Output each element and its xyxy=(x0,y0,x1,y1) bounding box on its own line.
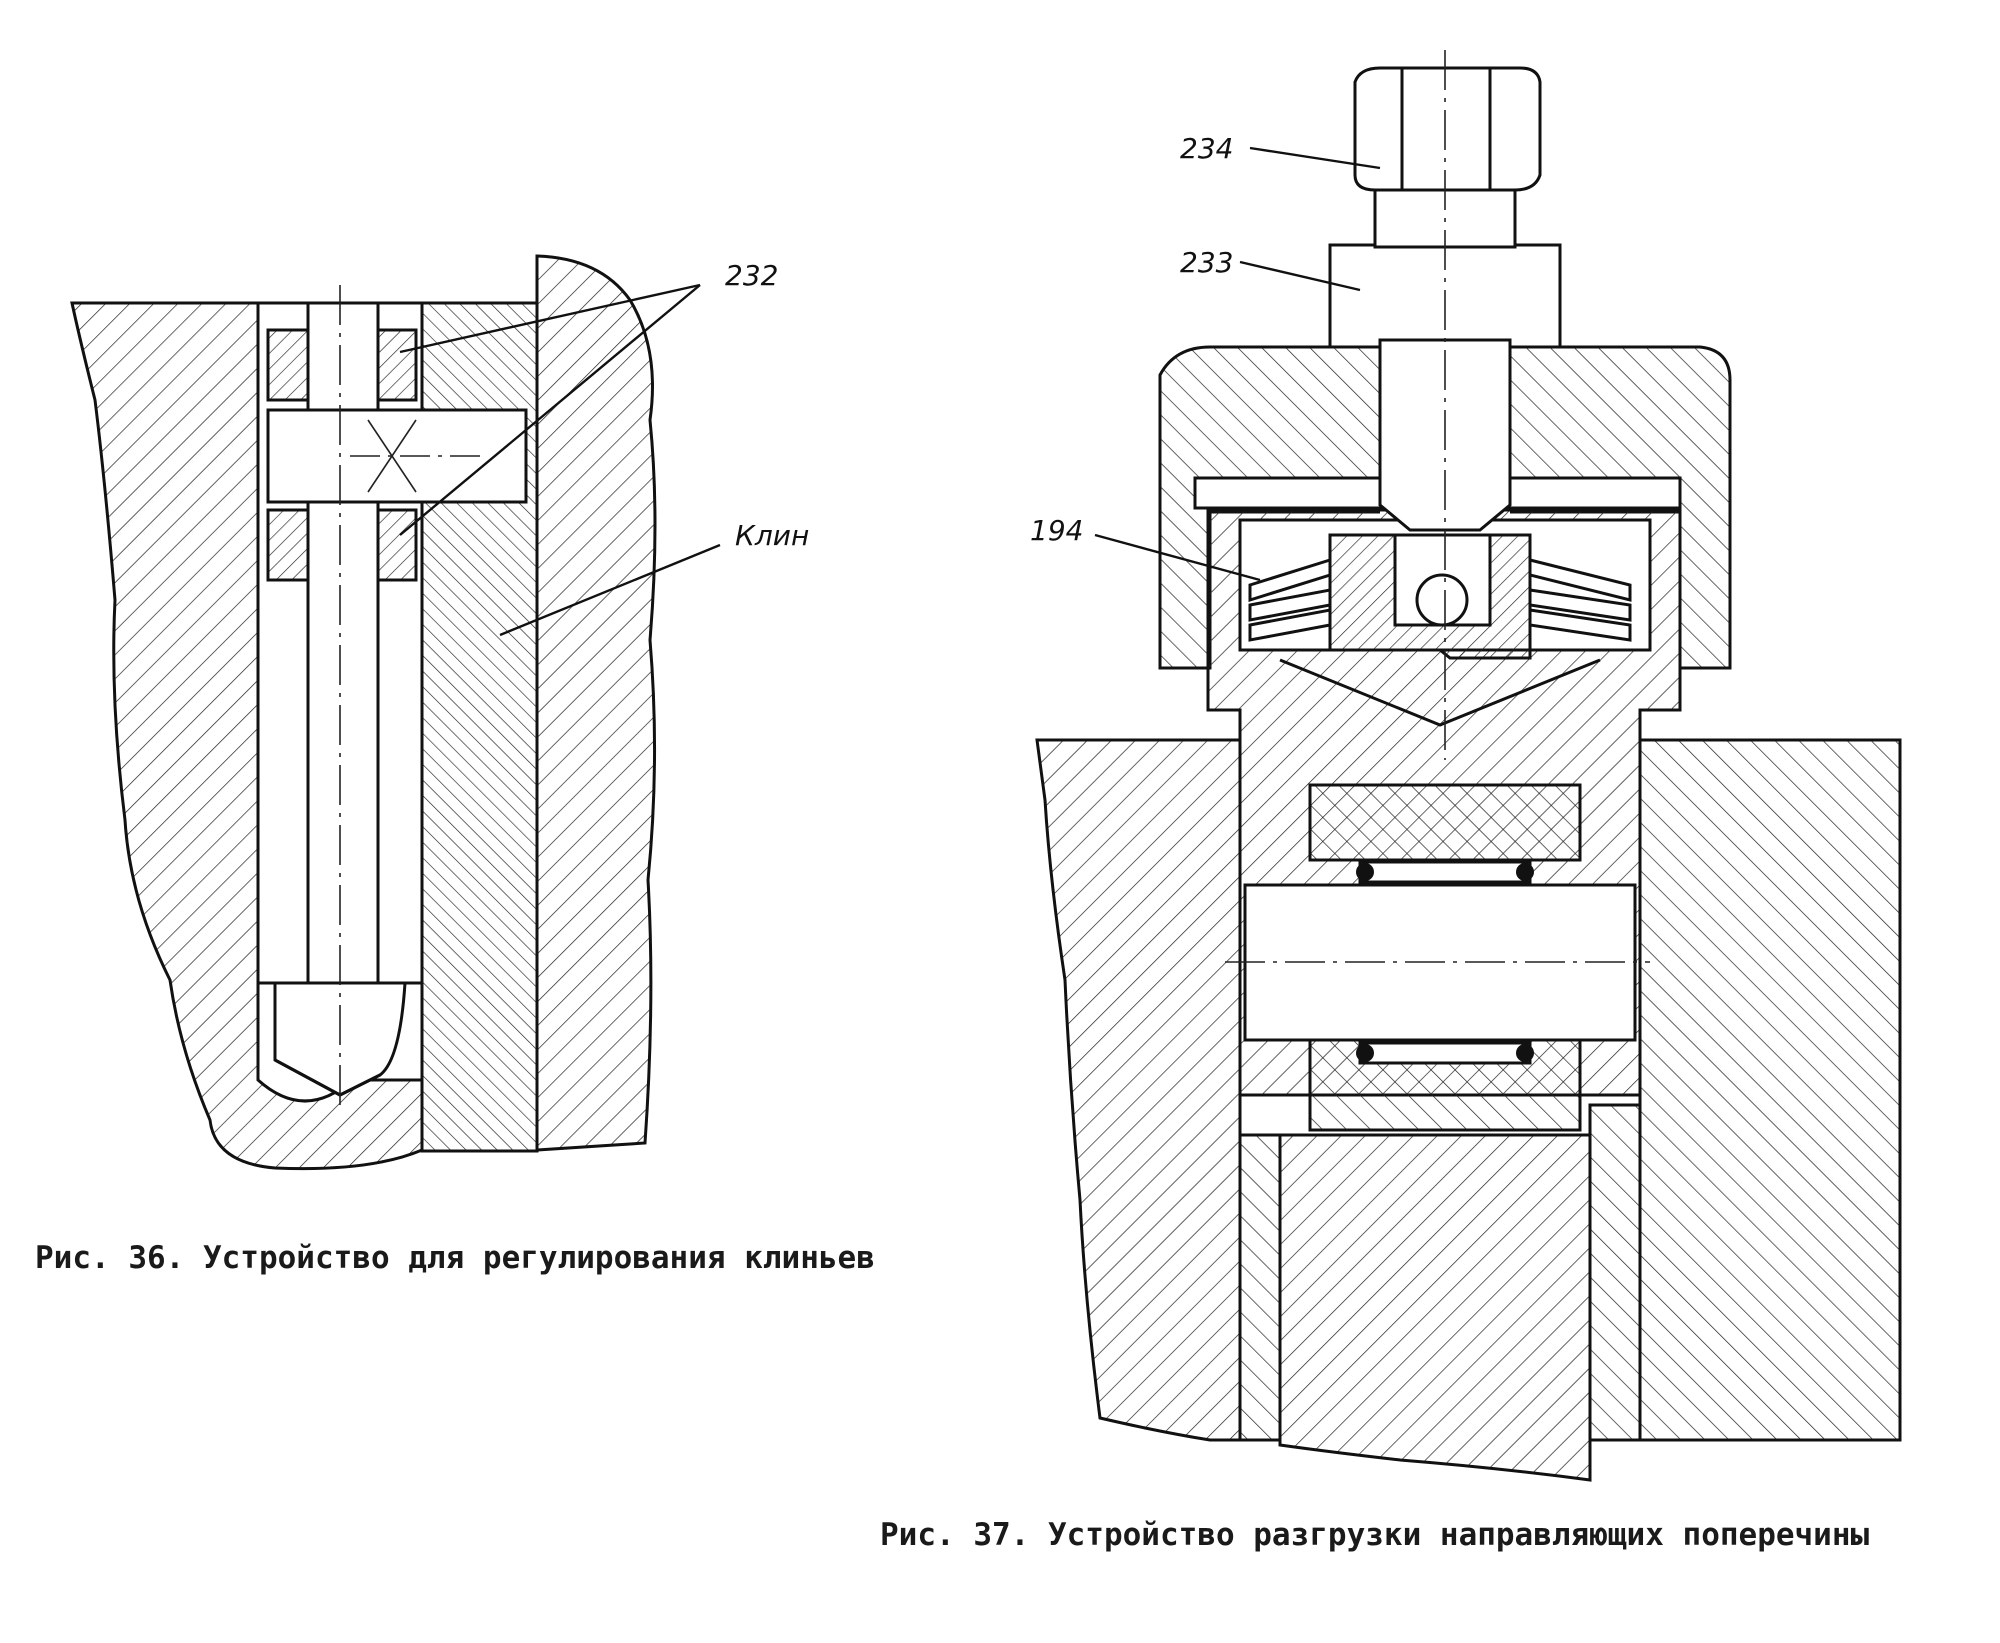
fig36-caption: Рис. 36. Устройство для регулирования кл… xyxy=(35,1240,875,1276)
fig37-base-right xyxy=(1638,738,1902,1442)
fig37-bearing-top xyxy=(1308,783,1582,862)
figure-37-drawing: 234 233 194 Рис. 37. Устройство разгрузк… xyxy=(880,50,1902,1553)
fig37-caption: Рис. 37. Устройство разгрузки направляющ… xyxy=(880,1517,1870,1553)
figure-36-drawing: 232 Клин Рис. 36. Устройство для регулир… xyxy=(35,254,875,1276)
fig37-ball xyxy=(1415,573,1469,627)
fig37-label-194: 194 xyxy=(1030,514,1083,547)
fig37-disc-springs-left xyxy=(1248,557,1332,642)
fig36-label-wedge: Клин xyxy=(735,519,809,552)
fig37-base-left xyxy=(1035,738,1242,1442)
fig36-label-232: 232 xyxy=(725,259,778,292)
fig36-wedge xyxy=(535,254,657,1152)
fig37-lower-block-left xyxy=(1238,1133,1282,1442)
fig37-label-234: 234 xyxy=(1180,132,1233,165)
fig37-disc-springs-right xyxy=(1528,558,1632,642)
fig37-bolt-head-234 xyxy=(1353,66,1542,192)
fig36-bolt xyxy=(306,301,380,985)
fig37-needle-ring-bottom xyxy=(1358,1041,1532,1065)
fig36-cross-pin xyxy=(266,408,528,504)
fig37-needle-ring-top xyxy=(1358,860,1532,884)
fig37-lower-block-right xyxy=(1588,1103,1642,1442)
fig36-body xyxy=(70,301,424,1171)
fig37-lower-block xyxy=(1278,1133,1592,1482)
fig37-label-233: 233 xyxy=(1180,246,1233,279)
